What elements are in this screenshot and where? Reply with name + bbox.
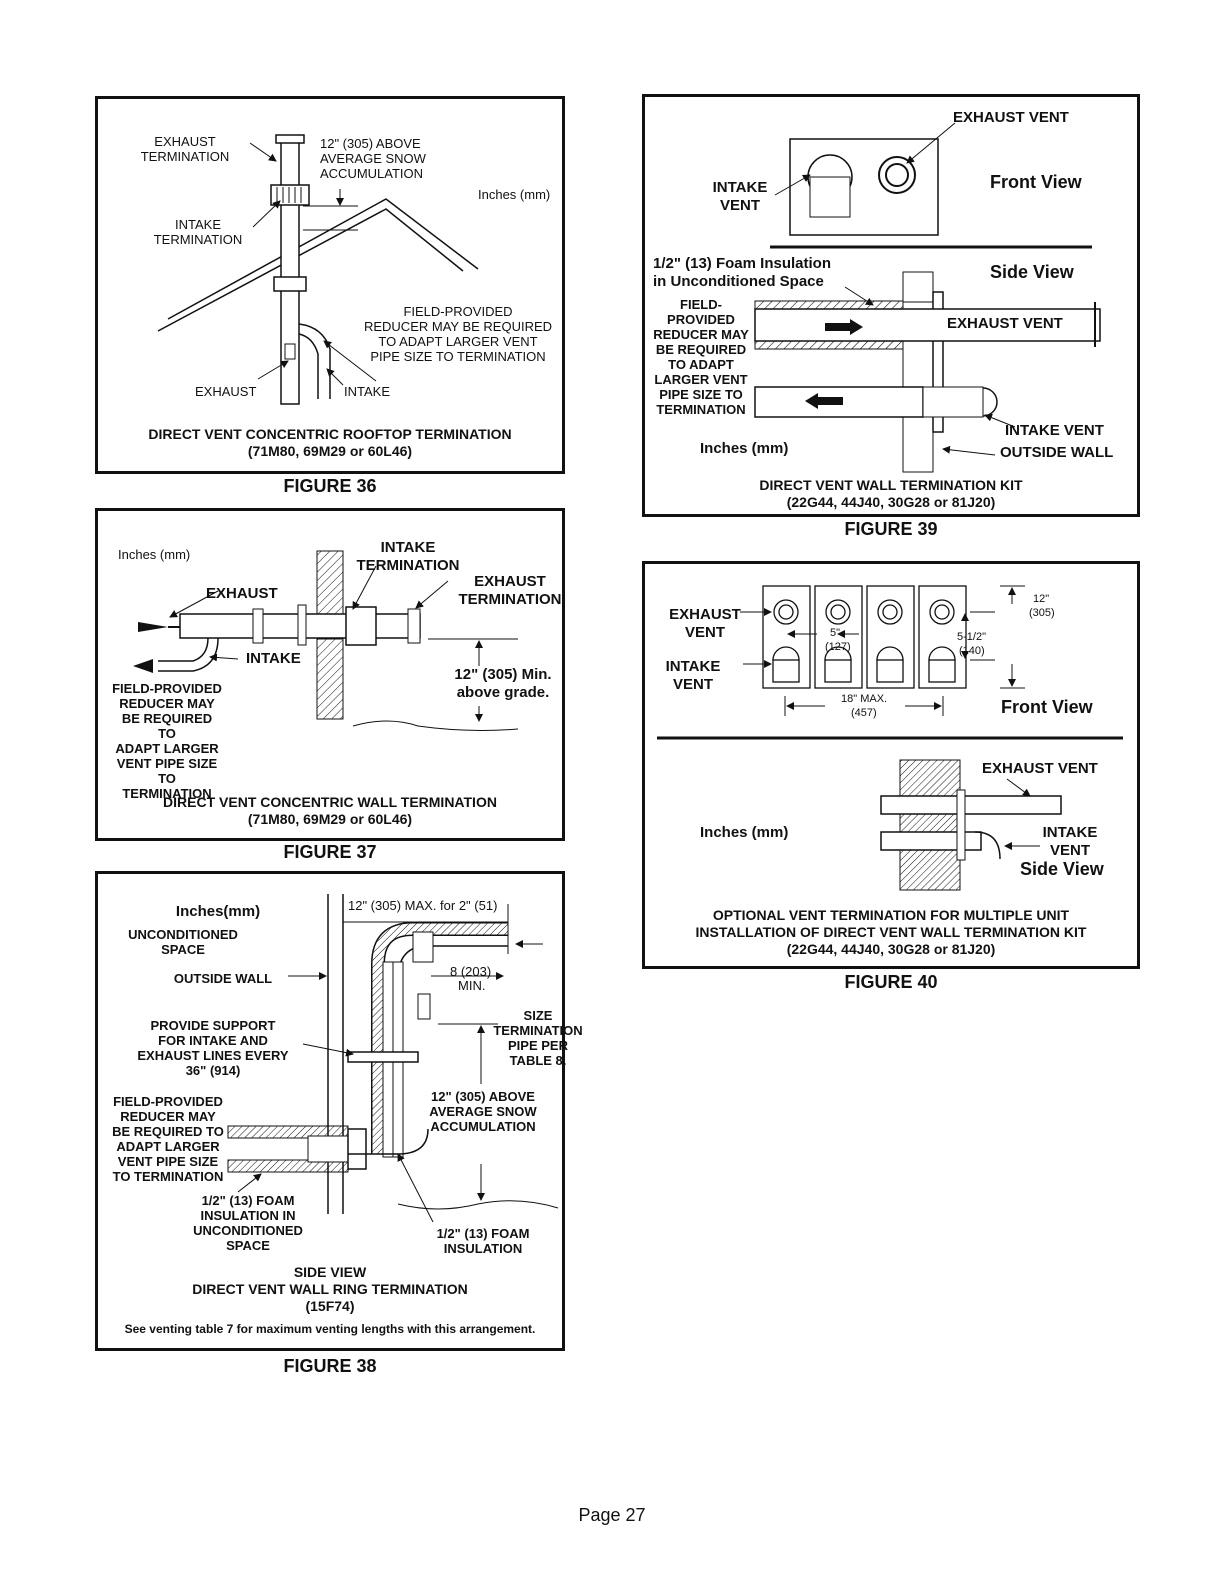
dim-140: (140) xyxy=(959,645,985,657)
exhaust-termination-label: EXHAUST TERMINATION xyxy=(140,134,230,164)
figure-37-label: FIGURE 37 xyxy=(283,842,377,862)
min-label: MIN. xyxy=(458,978,486,993)
figure-39-label: FIGURE 39 xyxy=(844,519,938,539)
intake-termination-label: INTAKE TERMINATION xyxy=(153,217,243,247)
foam-note: 1/2" (13) Foam Insulation in Uncondition… xyxy=(653,255,831,290)
figure-38-drawing xyxy=(227,894,559,1223)
figure-37-drawing xyxy=(133,550,519,731)
intake-vent-side-label: INTAKE VENT xyxy=(1005,422,1104,439)
intake-vent-side-label: INTAKE VENT xyxy=(1042,824,1098,859)
figure-40-caption: OPTIONAL VENT TERMINATION FOR MULTIPLE U… xyxy=(695,907,1087,940)
figure-36-models: (71M80, 69M29 or 60L46) xyxy=(247,443,413,459)
exhaust-vent-label: EXHAUST VENT xyxy=(669,606,741,641)
dim-305: (305) xyxy=(1029,607,1055,619)
side-view-label: SIDE VIEW xyxy=(293,1264,367,1280)
outside-wall-label: OUTSIDE WALL xyxy=(173,971,273,986)
units-label: Inches (mm) xyxy=(700,824,789,841)
figure-40-drawing xyxy=(657,585,1123,891)
page-number: Page 27 xyxy=(578,1505,646,1525)
dim-12: 12" xyxy=(1033,593,1050,605)
figure-39-models: (22G44, 44J40, 30G28 or 81J20) xyxy=(786,494,996,510)
foam-unconditioned-label: 1/2" (13) FOAM INSULATION IN UNCONDITION… xyxy=(193,1193,303,1253)
figure-40-label: FIGURE 40 xyxy=(844,972,938,992)
side-view-label: Side View xyxy=(990,262,1074,282)
intake-termination-label: INTAKE TERMINATION xyxy=(356,539,460,574)
figure-38-footnote: See venting table 7 for maximum venting … xyxy=(124,1322,536,1336)
reducer-note: FIELD-PROVIDED REDUCER MAY BE REQUIRED T… xyxy=(363,304,553,364)
dim-457: (457) xyxy=(851,707,877,719)
figure-39-drawing xyxy=(754,122,1101,473)
exhaust-label: EXHAUST xyxy=(195,384,257,399)
outside-wall-label: OUTSIDE WALL xyxy=(1000,444,1114,461)
snow-accumulation-label: 12" (305) ABOVE AVERAGE SNOW ACCUMULATIO… xyxy=(429,1089,537,1134)
figure-36-drawing xyxy=(157,134,479,405)
intake-vent-label: INTAKE VENT xyxy=(665,658,721,693)
units-label: Inches(mm) xyxy=(175,903,261,920)
dim-5: 5" xyxy=(830,627,841,639)
foam-insulation-label: 1/2" (13) FOAM INSULATION xyxy=(436,1226,530,1256)
units-label: Inches (mm) xyxy=(118,547,191,562)
intake-vent-label: INTAKE VENT xyxy=(712,179,768,214)
figure-39-box: EXHAUST VENT INTAKE VENT Front View 1/2"… xyxy=(642,94,1140,517)
intake-label: INTAKE xyxy=(246,650,301,667)
figure-40-box: EXHAUST VENT INTAKE VENT 5" (127) 5-1/2"… xyxy=(642,561,1140,969)
figure-38-models: (15F74) xyxy=(305,1298,355,1314)
max-note: 12" (305) MAX. for 2" (51) xyxy=(348,898,498,913)
size-note: SIZE TERMINATION PIPE PER TABLE 8. xyxy=(493,1008,583,1068)
reducer-note: FIELD-PROVIDED REDUCER MAY BE REQUIRED T… xyxy=(112,681,222,801)
dim-5-5: 5-1/2" xyxy=(957,631,986,643)
exhaust-vent-top-label: EXHAUST VENT xyxy=(953,109,1069,126)
reducer-note: FIELD-PROVIDED REDUCER MAY BE REQUIRED T… xyxy=(112,1094,224,1184)
figure-39-caption: DIRECT VENT WALL TERMINATION KIT xyxy=(759,477,1023,493)
intake-label: INTAKE xyxy=(344,384,390,399)
figure-36-label: FIGURE 36 xyxy=(283,476,377,496)
figure-38-box: Inches(mm) UNCONDITIONED SPACE OUTSIDE W… xyxy=(95,871,583,1351)
side-view-label: Side View xyxy=(1020,859,1104,879)
dim-18: 18" MAX. xyxy=(841,693,888,705)
figure-38-label: FIGURE 38 xyxy=(283,1356,377,1376)
front-view-label: Front View xyxy=(990,172,1082,192)
figure-36-box: EXHAUST TERMINATION 12" (305) ABOVE AVER… xyxy=(95,96,565,474)
front-view-label: Front View xyxy=(1001,697,1093,717)
figure-40-models: (22G44, 44J40, 30G28 or 81J20) xyxy=(786,941,996,957)
reducer-note: FIELD- PROVIDED REDUCER MAY BE REQUIRED … xyxy=(653,297,749,417)
min-dimension: 8 (203) xyxy=(450,964,492,979)
support-note: PROVIDE SUPPORT FOR INTAKE AND EXHAUST L… xyxy=(137,1018,289,1078)
dim-127: (127) xyxy=(825,641,851,653)
figure-38-caption: DIRECT VENT WALL RING TERMINATION xyxy=(192,1281,468,1297)
units-label: Inches (mm) xyxy=(700,440,789,457)
figure-36-caption: DIRECT VENT CONCENTRIC ROOFTOP TERMINATI… xyxy=(148,426,512,442)
unconditioned-space-label: UNCONDITIONED SPACE xyxy=(128,927,238,957)
exhaust-vent-side-label: EXHAUST VENT xyxy=(982,760,1098,777)
snow-accumulation-label: 12" (305) ABOVE AVERAGE SNOW ACCUMULATIO… xyxy=(320,136,426,181)
exhaust-vent-side-label: EXHAUST VENT xyxy=(947,315,1063,332)
exhaust-label: EXHAUST xyxy=(206,585,278,602)
grade-note: 12" (305) Min. above grade. xyxy=(454,666,552,701)
units-label: Inches (mm) xyxy=(478,187,551,202)
figure-37-box: Inches (mm) INTAKE TERMINATION EXHAUST E… xyxy=(95,508,565,841)
exhaust-termination-label: EXHAUST TERMINATION xyxy=(458,573,562,608)
figure-37-models: (71M80, 69M29 or 60L46) xyxy=(247,811,413,827)
figure-37-caption: DIRECT VENT CONCENTRIC WALL TERMINATION xyxy=(163,794,497,810)
